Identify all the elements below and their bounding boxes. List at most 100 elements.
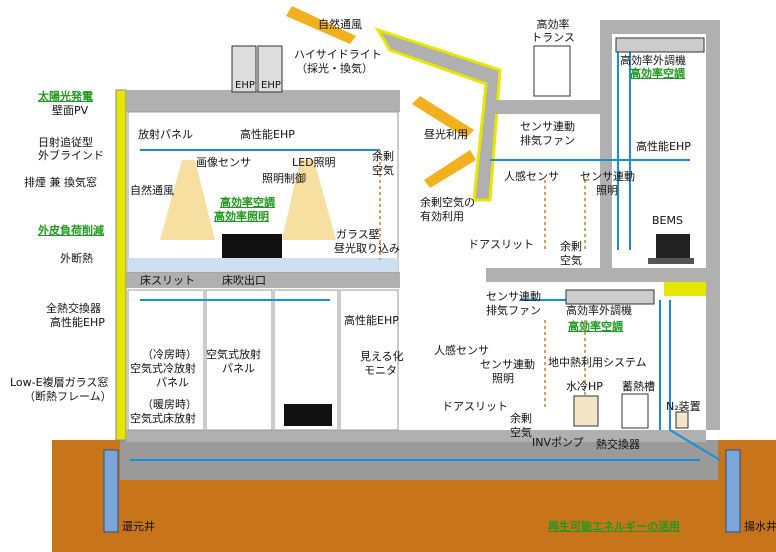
high-side-light-roof (374, 27, 502, 202)
bems-keyboard (648, 258, 694, 264)
room-air-rad (205, 289, 273, 431)
warm-label-1: （暖房時） (142, 398, 197, 411)
lowe-label-2: （断熱フレーム） (24, 390, 112, 403)
bems-monitor (656, 234, 690, 258)
natural-vent-top-label: 自然通風 (318, 18, 362, 31)
sensor-light-b-label-2: 照明 (492, 372, 514, 385)
excess-air-b-label-1: 余剰 (510, 412, 532, 425)
floor-slab-1 (126, 430, 706, 442)
warm-label-2: 空気式床放射 (130, 412, 196, 425)
outdoor-unit-b (565, 289, 655, 305)
right-frame (664, 282, 706, 296)
air-rad-label-2: パネル (222, 362, 255, 375)
bems-label: BEMS (652, 214, 683, 227)
glass-wall-label-2: 昼光取り込み (334, 242, 400, 255)
outer-load-label: 外皮負荷削減 (38, 224, 104, 237)
room-cool (127, 289, 205, 431)
hvac-b-label: 高効率空調 (568, 320, 623, 333)
thermal-storage-label: 蓄熱槽 (622, 380, 655, 393)
sensor-light-label-1: センサ連動 (580, 170, 635, 183)
right-wall (706, 20, 720, 430)
radiant-panel-label: 放射パネル (138, 128, 193, 141)
floor-outlet-label: 床吹出口 (222, 274, 266, 287)
sun-tracking-label-1: 日射追従型 (38, 136, 93, 149)
heat-exchanger-label-2: 高性能EHP (50, 316, 105, 329)
monitor-label-1: 見える化 (360, 350, 404, 363)
floor-slab-2 (126, 272, 400, 288)
cool-label-3: パネル (156, 376, 189, 389)
sensor-fan-b-label-1: センサ連動 (486, 290, 541, 303)
air-paths (379, 150, 586, 410)
cool-label-1: （冷房時） (142, 348, 197, 361)
roof-hvac-label: 高効率空調 (630, 67, 685, 80)
air-rad-label-1: 空気式放射 (206, 348, 261, 361)
n2-label: N₂装置 (666, 400, 701, 413)
ducts (130, 40, 721, 461)
insulation-label: 外断熱 (60, 252, 93, 265)
room-monitor (339, 289, 399, 431)
floor-slit-label: 床スリット (140, 274, 195, 287)
wall-pv-label: 壁面PV (52, 104, 89, 117)
smoke-vent-label: 排煙 兼 換気窓 (24, 176, 97, 189)
roof-outdoor-unit-label: 高効率外調機 (620, 54, 686, 67)
door-slit-b-label: ドアスリット (442, 400, 508, 413)
high-side-light-label: ハイサイドライト (294, 48, 382, 61)
transformer (533, 45, 571, 97)
heat-exchanger-b-label: 熱交換器 (596, 438, 640, 451)
ehp-meeting-label: 高性能EHP (344, 314, 399, 327)
ehp-unit-1-label: EHP (235, 80, 255, 91)
human-sensor-label: 人感センサ (504, 170, 559, 183)
raised-floor (128, 258, 398, 272)
excess-air-label-1: 余剰 (372, 150, 394, 163)
office-desk (222, 234, 282, 258)
outdoor-unit-b-label: 高効率外調機 (566, 304, 632, 317)
sensor-light-b-label-1: センサ連動 (480, 358, 535, 371)
lowe-label-1: Low-E複層ガラス窓 (10, 376, 109, 389)
led-label: LED照明 (292, 156, 336, 169)
sun-tracking-label-2: 外ブラインド (38, 149, 104, 162)
pump-well-label: 揚水井 (744, 520, 776, 533)
excess-use-label-1: 余剰空気の (420, 196, 475, 209)
cool-label-2: 空気式冷放射 (130, 362, 196, 375)
heat-exchanger-label-1: 全熱交換器 (46, 302, 101, 315)
ehp-right-label: 高性能EHP (636, 140, 691, 153)
roof-slab-mid (486, 100, 606, 114)
transformer-label-1: 高効率 (536, 18, 570, 31)
ehp-unit-2 (257, 45, 283, 93)
solar-pv-label: 太陽光発電 (38, 90, 93, 103)
excess-air-r-label-2: 空気 (560, 254, 582, 267)
excess-use-label-2: 有効利用 (420, 210, 464, 223)
sensor-fan-label-2: 排気ファン (520, 134, 575, 147)
light-cone-right (282, 160, 336, 240)
natural-vent-left-label: 自然通風 (130, 184, 174, 197)
floor-slab-right (486, 268, 706, 282)
transformer-label-2: トランス (531, 31, 575, 44)
thermal-tank (621, 393, 649, 429)
light-cone-left (160, 160, 215, 240)
human-sensor-b-label: 人感センサ (434, 344, 489, 357)
excess-air-b-label-2: 空気 (510, 426, 532, 439)
n2-unit (675, 411, 689, 429)
roof-outdoor-unit (615, 37, 705, 53)
light-control-label: 照明制御 (262, 172, 306, 185)
ehp-unit-2-label: EHP (261, 80, 281, 91)
roof-slab-right (600, 20, 720, 34)
light-arrows (286, 6, 476, 188)
monitor-label-2: モニタ (364, 364, 397, 377)
inv-pump-label: INVポンプ (532, 436, 584, 449)
water-hp-label: 水冷HP (566, 380, 603, 393)
renewable-label: 再生可能エネルギーの活用 (548, 520, 680, 533)
high-side-light-sub-label: （採光・換気） (296, 62, 373, 75)
glass-wall-label-1: ガラス壁 (336, 228, 380, 241)
excess-air-r-label-1: 余剰 (560, 240, 582, 253)
pump-well-pipe (725, 449, 741, 533)
return-well-pipe (103, 449, 119, 533)
image-sensor-label: 画像センサ (196, 156, 251, 169)
excess-air-label-2: 空気 (372, 164, 394, 177)
geothermal-label: 地中熱利用システム (548, 356, 647, 369)
sensor-fan-b-label-2: 排気ファン (486, 304, 541, 317)
door-slit-label: ドアスリット (468, 238, 534, 251)
shaft-wall (600, 20, 612, 280)
